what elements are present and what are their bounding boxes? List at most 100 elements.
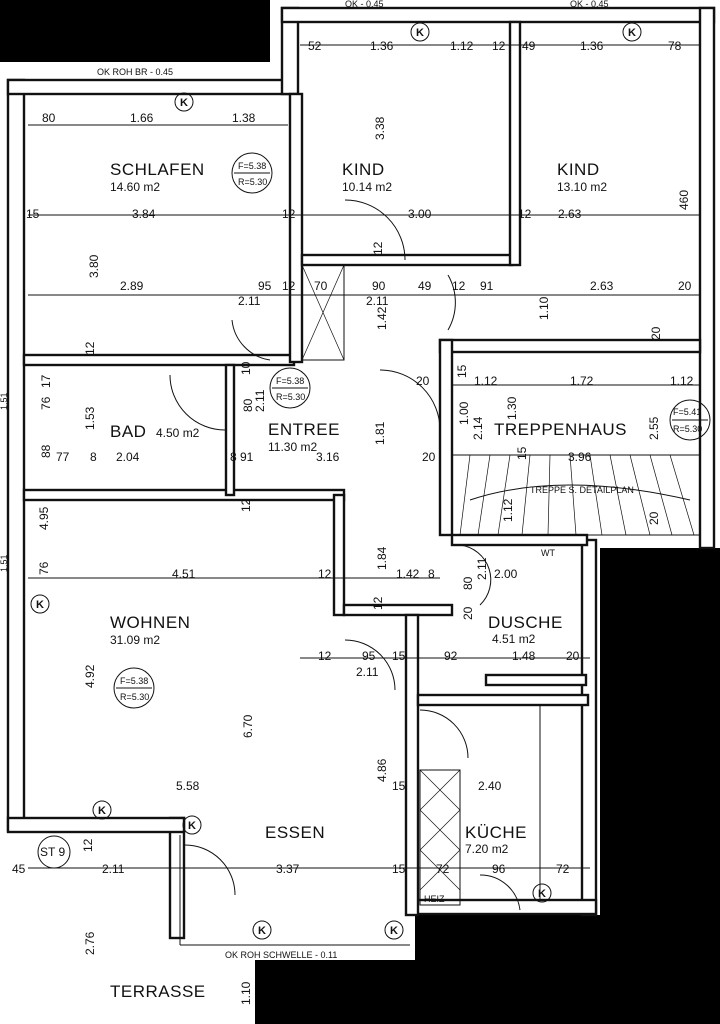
svg-text:77: 77 [56,450,70,464]
svg-text:90: 90 [372,279,386,293]
svg-text:49: 49 [418,279,432,293]
svg-text:2.63: 2.63 [558,207,582,221]
svg-text:49: 49 [522,39,536,53]
svg-text:8: 8 [90,450,97,464]
svg-text:1.42: 1.42 [375,306,389,330]
svg-text:1.10: 1.10 [537,296,551,320]
shaft [301,264,345,361]
svg-text:20: 20 [647,511,661,525]
svg-text:ST 9: ST 9 [40,845,65,859]
staircase [452,454,700,536]
svg-text:80: 80 [241,398,255,412]
svg-text:12: 12 [452,279,466,293]
svg-text:1.30: 1.30 [505,396,519,420]
svg-text:15: 15 [392,862,406,876]
svg-text:1.84: 1.84 [375,546,389,570]
k-marker-4: K [30,594,50,614]
svg-text:1.38: 1.38 [232,111,256,125]
svg-text:2.11: 2.11 [475,557,489,580]
svg-text:1.48: 1.48 [512,649,536,663]
badge-schlafen: F=5.38 R=5.30 [231,152,273,194]
svg-text:F=5.38: F=5.38 [120,676,148,686]
k-marker-2: K [622,22,642,42]
svg-text:15: 15 [515,446,529,460]
room-name-kind-2: KIND [557,160,600,179]
st9-marker: ST 9 [37,835,71,869]
svg-text:20: 20 [566,649,580,663]
svg-text:20: 20 [416,374,430,388]
room-name-treppenhaus: TREPPENHAUS [494,420,627,439]
note-heiz: HEIZ [424,894,445,904]
svg-text:12: 12 [492,39,506,53]
svg-text:91: 91 [480,279,494,293]
room-area-kueche: 7.20 m2 [465,842,509,856]
svg-text:2.11: 2.11 [102,862,125,876]
svg-text:91: 91 [240,450,254,464]
svg-text:72: 72 [556,862,570,876]
svg-text:8: 8 [428,567,435,581]
note-treppe: TREPPE S. DETAILPLAN [530,485,634,495]
svg-text:92: 92 [444,649,458,663]
svg-text:80: 80 [42,111,56,125]
svg-text:12: 12 [239,498,253,512]
interior-walls [22,20,702,917]
svg-text:1.12: 1.12 [670,374,694,388]
svg-text:4.95: 4.95 [37,506,51,530]
svg-text:20: 20 [422,450,436,464]
kitchen-counter [419,704,583,906]
svg-text:460: 460 [677,190,691,210]
svg-text:3.38: 3.38 [373,116,387,140]
note-ok-top-2: OK - 0.45 [570,0,609,9]
svg-text:R=5.30: R=5.30 [120,692,149,702]
svg-text:76: 76 [39,396,53,410]
svg-text:1.72: 1.72 [570,374,594,388]
svg-text:2.04: 2.04 [116,450,140,464]
k-marker-3: K [174,92,194,112]
svg-text:1.81: 1.81 [373,421,387,445]
svg-text:15: 15 [455,364,469,378]
svg-text:2.40: 2.40 [478,779,502,793]
svg-text:1.53: 1.53 [83,406,97,430]
room-name-essen: ESSEN [265,823,325,842]
svg-text:78: 78 [668,39,682,53]
svg-text:3.96: 3.96 [568,450,592,464]
svg-text:12: 12 [83,341,97,355]
svg-text:12: 12 [371,241,385,255]
svg-text:15: 15 [26,207,40,221]
svg-text:12: 12 [282,207,296,221]
k-marker-6: K [182,815,202,835]
k-marker-1: K [410,22,430,42]
svg-text:1.12: 1.12 [501,498,515,522]
svg-text:F=5.38: F=5.38 [238,161,266,171]
svg-text:2.76: 2.76 [83,931,97,955]
svg-text:R=5.30: R=5.30 [276,392,305,402]
room-area-kind-2: 13.10 m2 [557,180,607,194]
svg-text:12: 12 [518,207,532,221]
svg-text:12: 12 [371,596,385,610]
svg-text:2.14: 2.14 [471,416,485,440]
svg-text:45: 45 [12,862,26,876]
svg-text:76: 76 [37,561,51,575]
svg-text:95: 95 [362,649,376,663]
svg-text:K: K [416,27,424,39]
svg-text:1.10: 1.10 [239,981,253,1005]
svg-text:K: K [36,599,44,611]
svg-text:15: 15 [392,649,406,663]
svg-text:20: 20 [461,606,475,620]
svg-text:17: 17 [39,374,53,388]
k-marker-7: K [252,920,272,940]
badge-wohnen: F=5.38 R=5.30 [113,667,155,709]
svg-text:15: 15 [392,779,406,793]
svg-text:3.00: 3.00 [408,207,432,221]
svg-text:4.92: 4.92 [83,664,97,688]
room-name-terrasse: TERRASSE [110,982,206,1001]
note-left-1: 1.51 [0,392,9,410]
svg-text:6.70: 6.70 [241,714,255,738]
room-name-entree: ENTREE [268,420,340,439]
svg-text:1.66: 1.66 [130,111,154,125]
svg-text:8: 8 [230,450,237,464]
room-name-bad: BAD [110,422,146,441]
svg-text:R=5.30: R=5.30 [673,424,702,434]
svg-text:1.42: 1.42 [396,567,420,581]
svg-text:3.84: 3.84 [132,207,156,221]
